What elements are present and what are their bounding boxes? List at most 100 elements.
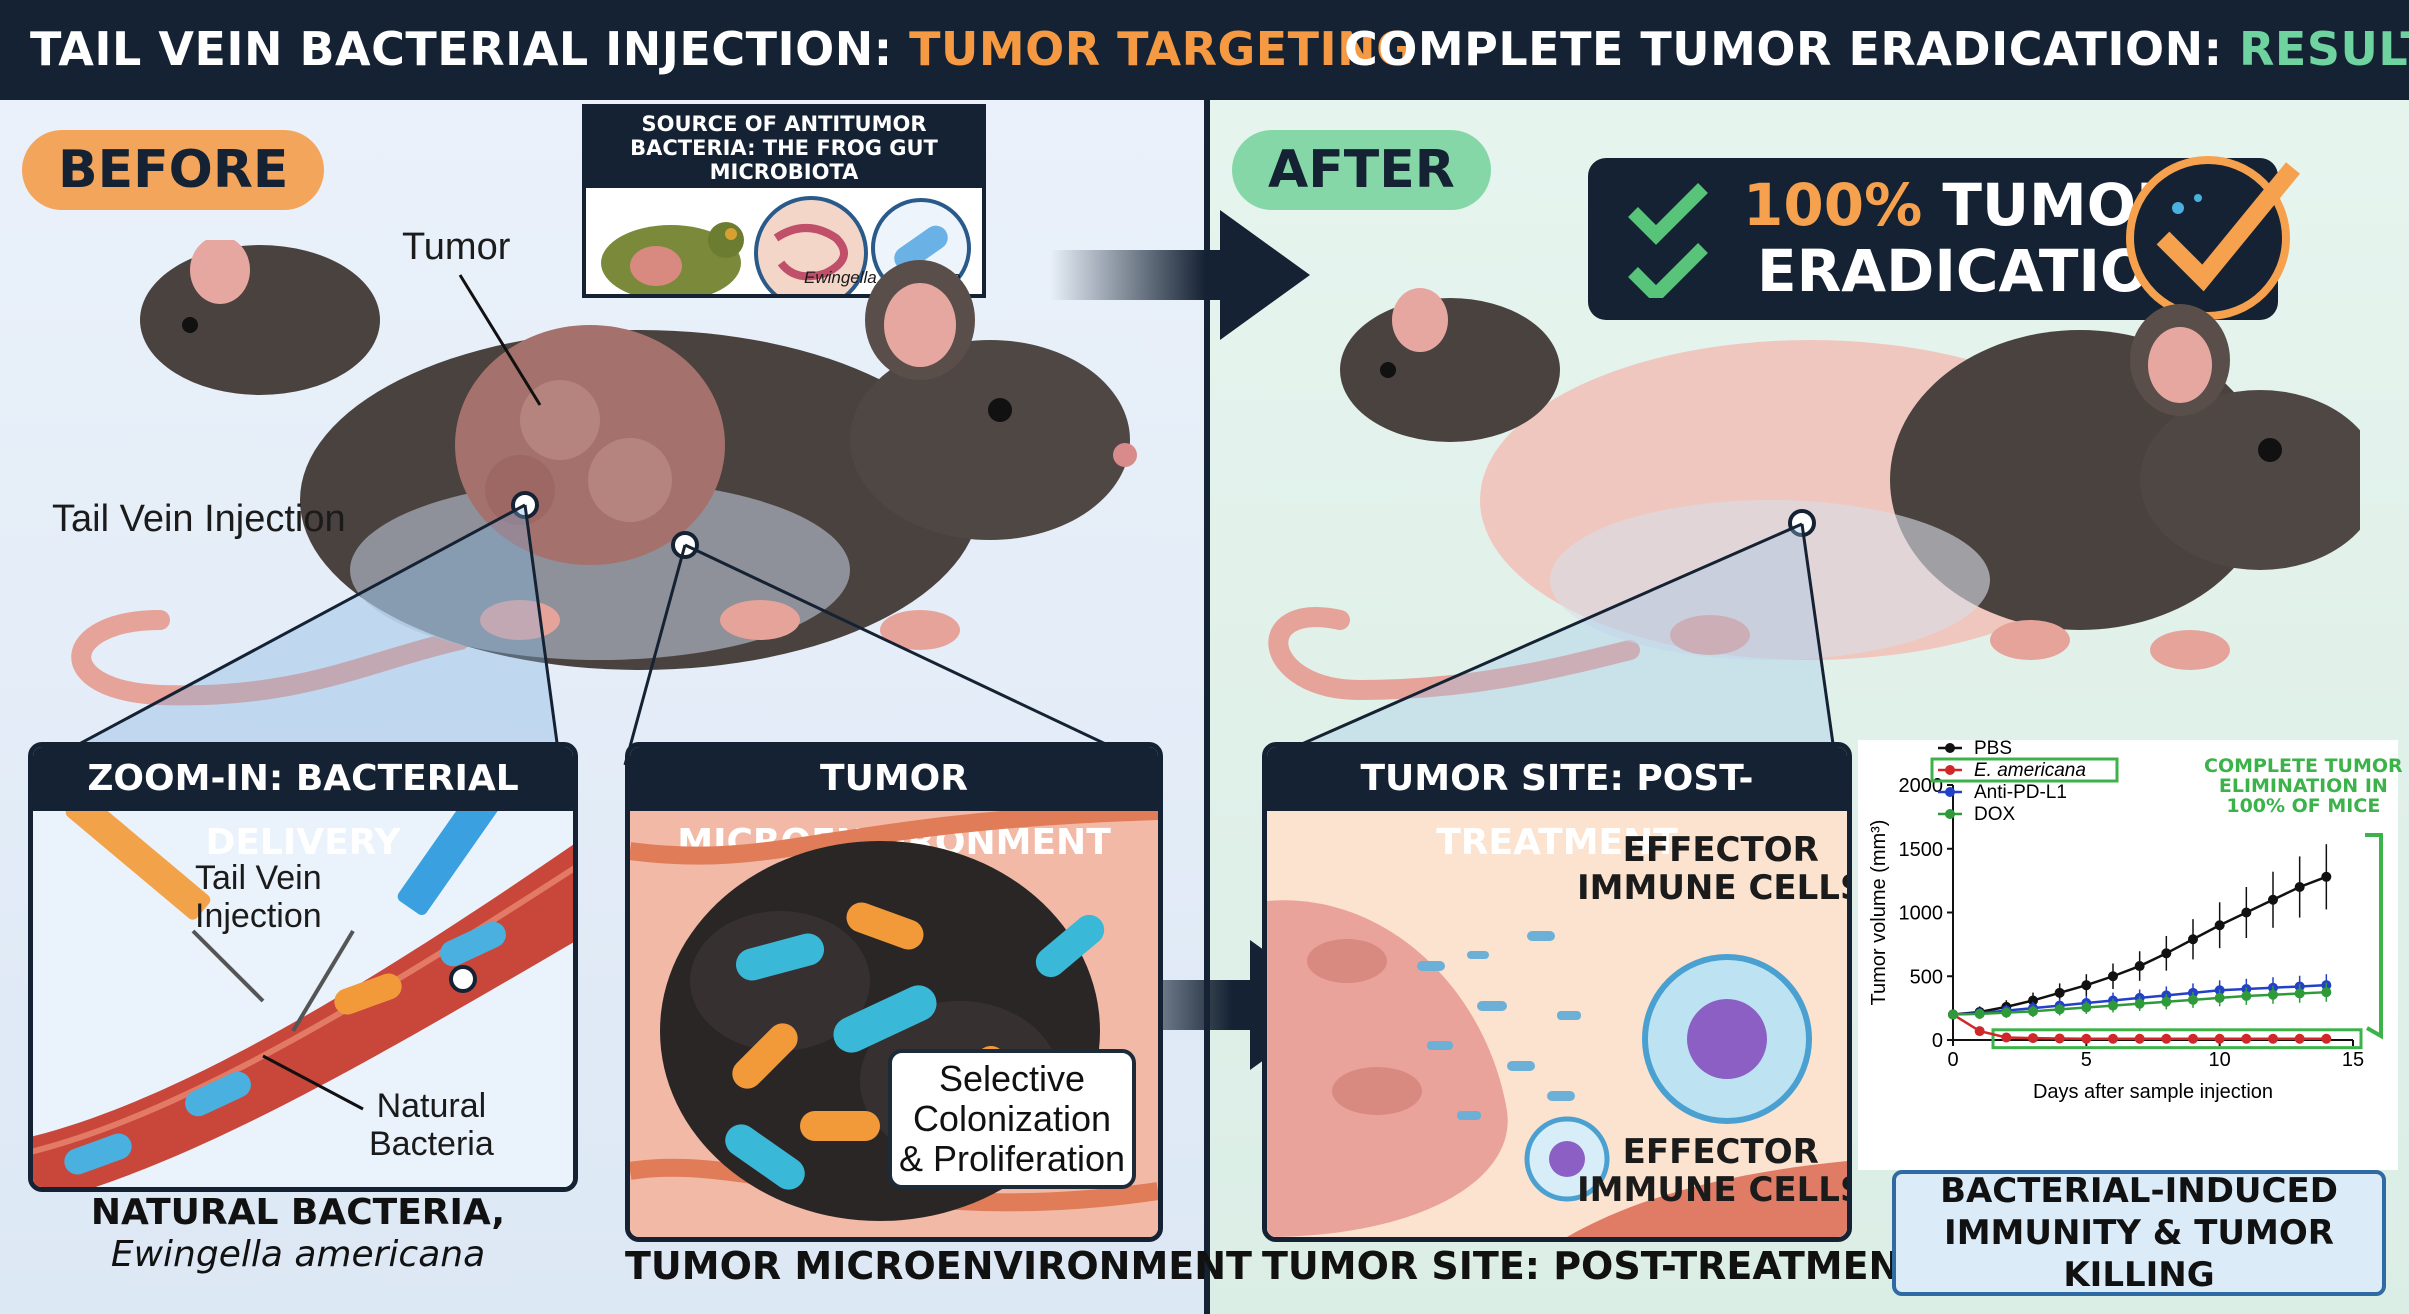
- natural-bacteria-label: Natural Bacteria: [369, 1087, 494, 1163]
- legend-marker: [1945, 809, 1955, 819]
- background-mouse-after-icon: [1340, 298, 1560, 442]
- data-point: [2294, 882, 2305, 892]
- callout-line1: Selective: [938, 1058, 1086, 1099]
- legend-marker: [1945, 765, 1955, 775]
- data-point: [2188, 994, 2198, 1005]
- syringe-orange-icon: [65, 811, 211, 920]
- right-title: COMPLETE TUMOR ERADICATION: RESULTS: [1344, 22, 2409, 76]
- legend-label: Anti-PD-L1: [1974, 782, 2067, 803]
- tme-caption: TUMOR MICROENVIRONMENT: [625, 1244, 1252, 1288]
- right-title-prefix: COMPLETE TUMOR ERADICATION:: [1344, 22, 2239, 76]
- left-title: TAIL VEIN BACTERIAL INJECTION: TUMOR TAR…: [30, 22, 1414, 76]
- x-axis-label: Days after sample injection: [2033, 1081, 2273, 1103]
- callout-line2: Colonization: [912, 1098, 1112, 1139]
- arrow-right-top-icon: [1050, 210, 1310, 340]
- tumor-site-box: TUMOR SITE: POST-TREATMENT EFFECTOR IMMU…: [1262, 742, 1852, 1242]
- data-point: [2294, 1033, 2305, 1044]
- tumor-site-caption: TUMOR SITE: POST-TREATMENT: [1262, 1244, 1927, 1288]
- data-point: [2321, 987, 2332, 998]
- data-point: [2188, 934, 2198, 945]
- effector-bottom-label: EFFECTOR IMMUNE CELLS: [1577, 1133, 1852, 1210]
- legend-marker: [1945, 787, 1955, 797]
- y-tick-label: 1500: [1899, 839, 1944, 861]
- bottom-box-line2: IMMUNITY & TUMOR KILLING: [1944, 1213, 2334, 1295]
- data-point: [2188, 1033, 2198, 1044]
- tumor-site-title: TUMOR SITE: POST-TREATMENT: [1267, 747, 1847, 863]
- natural-bacteria-line2: Bacteria: [369, 1125, 494, 1163]
- data-point: [2321, 871, 2332, 882]
- zoom-connector-lines: [39, 503, 1151, 767]
- tumor-label: Tumor: [402, 226, 511, 268]
- result-line2: ERADICATION: [1757, 237, 2198, 305]
- effector-top-line2: IMMUNE CELLS: [1577, 868, 1852, 908]
- syringe-blue-icon: [397, 811, 519, 916]
- data-point: [2108, 1033, 2118, 1044]
- data-point: [1974, 1026, 1985, 1037]
- zoom-caption: NATURAL BACTERIA, Ewingella americana: [28, 1192, 568, 1276]
- data-point: [2028, 1006, 2038, 1017]
- source-box: SOURCE OF ANTITUMOR BACTERIA: THE FROG G…: [582, 104, 986, 298]
- chart-note-line2: ELIMINATION IN: [2218, 775, 2388, 797]
- result-percent: 100%: [1743, 171, 1923, 239]
- data-point: [2214, 992, 2225, 1003]
- tme-title: TUMOR MICROENVIRONMENT: [630, 747, 1158, 863]
- legend-highlight: [1930, 757, 2119, 783]
- data-point: [2214, 920, 2225, 931]
- y-tick-label: 500: [1910, 966, 1943, 988]
- data-point: [2241, 991, 2252, 1002]
- left-title-highlight: TUMOR TARGETING: [909, 22, 1415, 76]
- before-badge: BEFORE: [22, 130, 325, 210]
- data-point: [2294, 988, 2305, 999]
- effector-top-line1: EFFECTOR: [1622, 830, 1819, 870]
- legend-label: E. americana: [1974, 760, 2086, 781]
- legend-marker: [1945, 743, 1955, 753]
- y-tick-label: 1000: [1899, 903, 1944, 925]
- y-tick-label: 2000: [1899, 775, 1944, 797]
- data-point: [2268, 1033, 2278, 1044]
- data-point: [1948, 1009, 1958, 1020]
- callout-line3: & Proliferation: [898, 1138, 1126, 1179]
- data-point: [2028, 995, 2038, 1006]
- highlight-box: [1991, 1028, 2363, 1050]
- legend-label: DOX: [1974, 804, 2016, 825]
- data-point: [2134, 1033, 2145, 1044]
- data-point: [2268, 894, 2278, 905]
- background-mouse-icon: [140, 245, 380, 395]
- zoom-caption-line1: NATURAL BACTERIA,: [90, 1192, 506, 1233]
- tumor-site-illustration: [1267, 811, 1847, 1237]
- data-point: [1974, 1008, 1985, 1019]
- natural-bacteria-line1: Natural: [376, 1087, 487, 1125]
- legend-label: PBS: [1974, 740, 2012, 759]
- result-banner: 100% TUMOR ERADICATION: [1588, 156, 2300, 320]
- zoom-in-title: ZOOM-IN: BACTERIAL DELIVERY: [33, 747, 573, 863]
- zoom-injection-line1: Tail Vein: [195, 859, 322, 897]
- chart-note-line1: COMPLETE TUMOR: [2204, 755, 2403, 777]
- data-point: [2081, 1033, 2092, 1044]
- data-point: [2081, 1002, 2092, 1013]
- zoom-in-box: ZOOM-IN: BACTERIAL DELIVERY Tail Vein In…: [28, 742, 578, 1192]
- chart-note: COMPLETE TUMOR ELIMINATION IN 100% OF MI…: [2204, 756, 2403, 816]
- zoom-connector-after: [1269, 522, 1837, 760]
- source-box-title: SOURCE OF ANTITUMOR BACTERIA: THE FROG G…: [586, 108, 982, 188]
- mouse-after-illustration: [1268, 288, 2360, 701]
- bacterial-immunity-box: BACTERIAL-INDUCED IMMUNITY & TUMOR KILLI…: [1892, 1170, 2386, 1296]
- x-tick-label: 10: [2209, 1049, 2231, 1071]
- title-bar: [0, 0, 2409, 100]
- effector-bottom-line2: IMMUNE CELLS: [1577, 1170, 1852, 1210]
- after-badge: AFTER: [1232, 130, 1491, 210]
- elimination-arrow: [2365, 833, 2383, 1040]
- data-point: [2054, 1033, 2065, 1044]
- data-point: [2241, 907, 2252, 918]
- chart-note-line3: 100% OF MICE: [2226, 795, 2381, 817]
- data-point: [2028, 1033, 2038, 1044]
- data-point: [2134, 961, 2145, 972]
- checkmark-icons: [1628, 183, 1708, 298]
- data-point: [2161, 948, 2172, 959]
- big-check-badge-icon: [2126, 156, 2300, 320]
- bacterial-delivery-illustration: [33, 811, 573, 1187]
- x-tick-label: 0: [1947, 1049, 1958, 1071]
- right-title-highlight: RESULTS: [2239, 22, 2409, 76]
